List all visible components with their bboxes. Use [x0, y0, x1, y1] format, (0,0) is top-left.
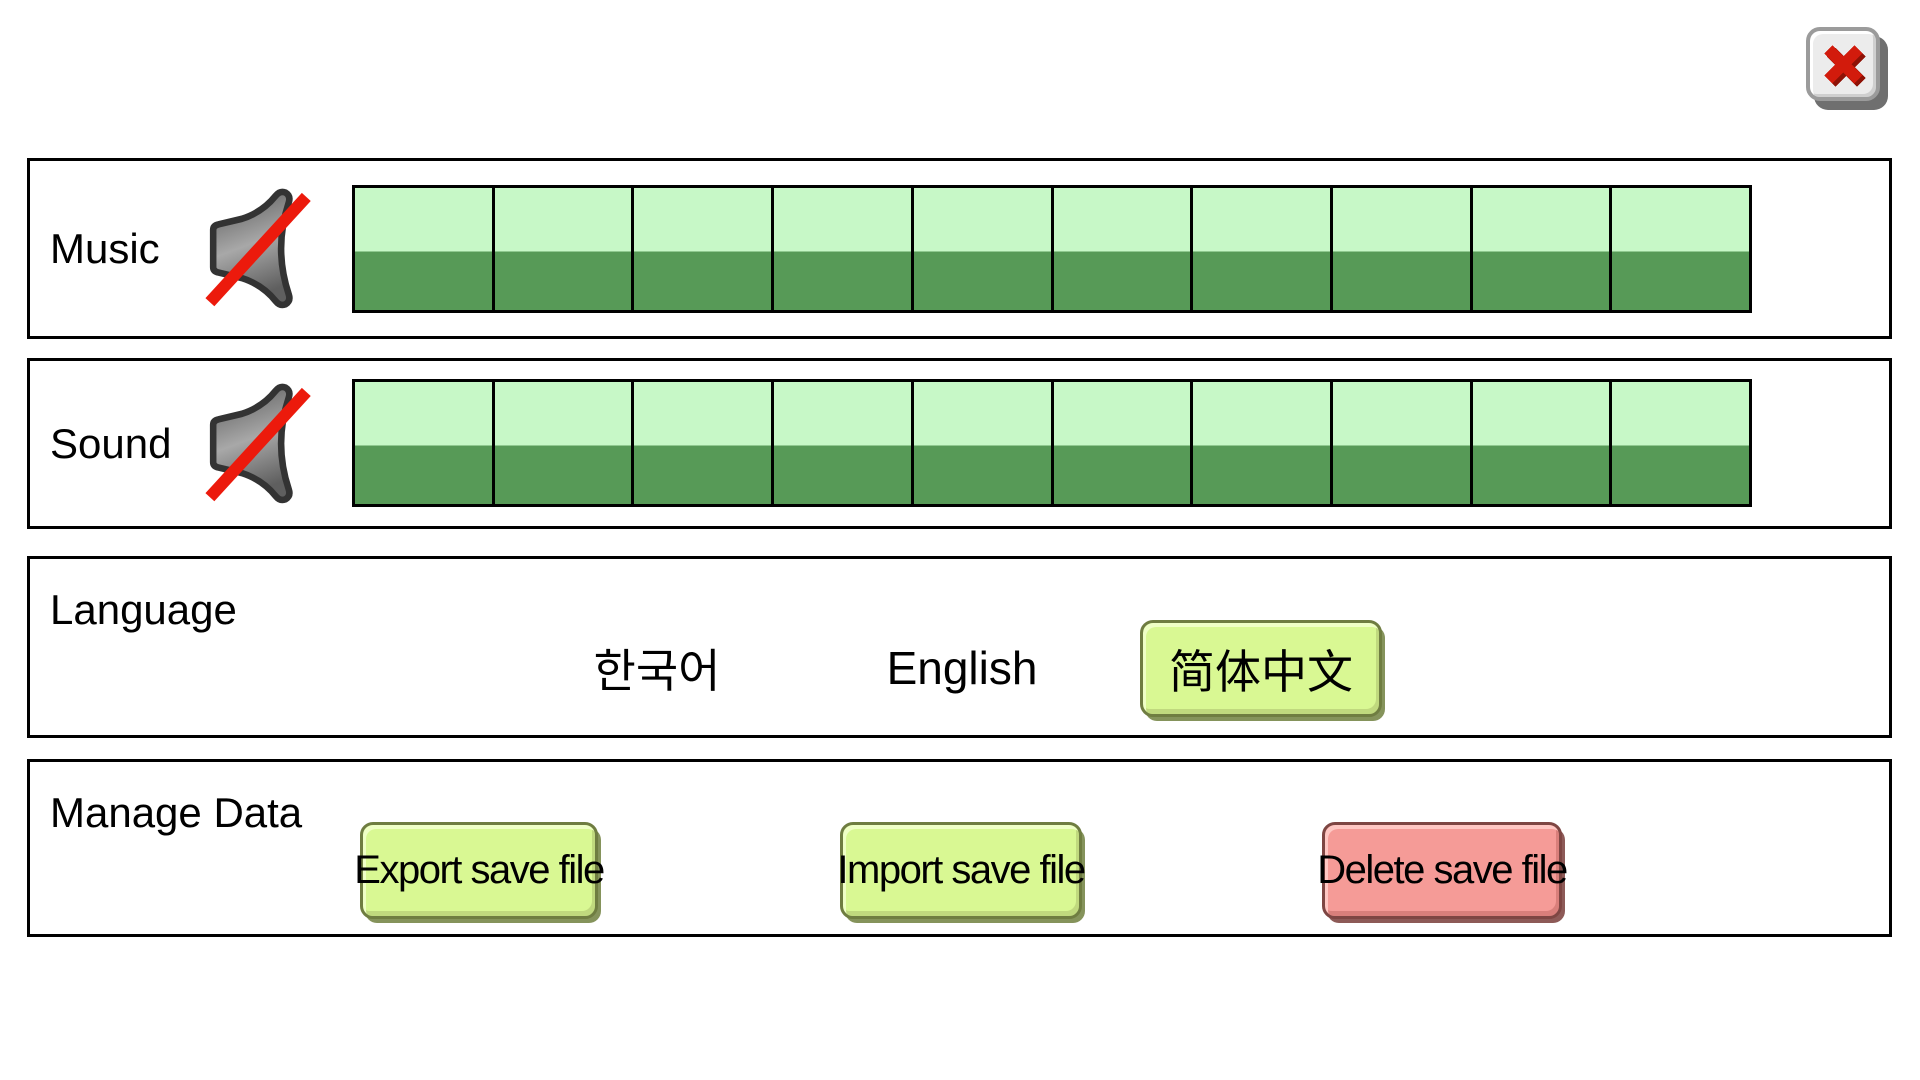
manage-data-title: Manage Data: [50, 789, 303, 836]
language-option-chinese-selected[interactable]: 简体中文: [1140, 620, 1382, 717]
volume-segment[interactable]: [1329, 185, 1473, 313]
close-button[interactable]: [1806, 27, 1880, 101]
music-volume-bar[interactable]: [352, 185, 1753, 313]
volume-segment[interactable]: [491, 379, 635, 507]
volume-segment[interactable]: [1329, 379, 1473, 507]
language-option-korean[interactable]: 한국어: [594, 635, 721, 701]
language-panel: Language 한국어 English 简体中文: [27, 556, 1892, 738]
language-title: Language: [50, 586, 237, 633]
sound-panel: Sound: [27, 358, 1892, 529]
sound-volume-bar[interactable]: [352, 379, 1753, 507]
volume-segment[interactable]: [491, 185, 635, 313]
delete-save-button[interactable]: Delete save file: [1317, 822, 1568, 919]
speaker-muted-icon: [205, 383, 311, 503]
import-save-button[interactable]: Import save file: [837, 822, 1086, 919]
volume-segment[interactable]: [1050, 379, 1194, 507]
volume-segment[interactable]: [1190, 379, 1333, 507]
volume-segment[interactable]: [910, 379, 1054, 507]
music-label: Music: [50, 224, 160, 272]
volume-segment[interactable]: [352, 379, 495, 507]
language-option-english[interactable]: English: [886, 642, 1038, 694]
volume-segment[interactable]: [631, 185, 775, 313]
volume-segment[interactable]: [1190, 185, 1333, 313]
sound-label: Sound: [50, 419, 172, 467]
music-mute-toggle[interactable]: [198, 186, 316, 312]
sound-mute-toggle[interactable]: [198, 381, 316, 507]
volume-segment[interactable]: [771, 379, 914, 507]
volume-segment[interactable]: [352, 185, 495, 313]
volume-segment[interactable]: [631, 379, 775, 507]
volume-segment[interactable]: [1469, 185, 1613, 313]
volume-segment[interactable]: [910, 185, 1054, 313]
music-panel: Music: [27, 158, 1892, 339]
export-save-button[interactable]: Export save file: [354, 822, 605, 919]
volume-segment[interactable]: [1050, 185, 1194, 313]
volume-segment[interactable]: [1609, 379, 1753, 507]
volume-segment[interactable]: [771, 185, 914, 313]
volume-segment[interactable]: [1609, 185, 1753, 313]
volume-segment[interactable]: [1469, 379, 1613, 507]
manage-data-panel: Manage Data Export save file Import save…: [27, 759, 1892, 937]
speaker-muted-icon: [205, 188, 311, 308]
close-icon: [1824, 45, 1866, 87]
